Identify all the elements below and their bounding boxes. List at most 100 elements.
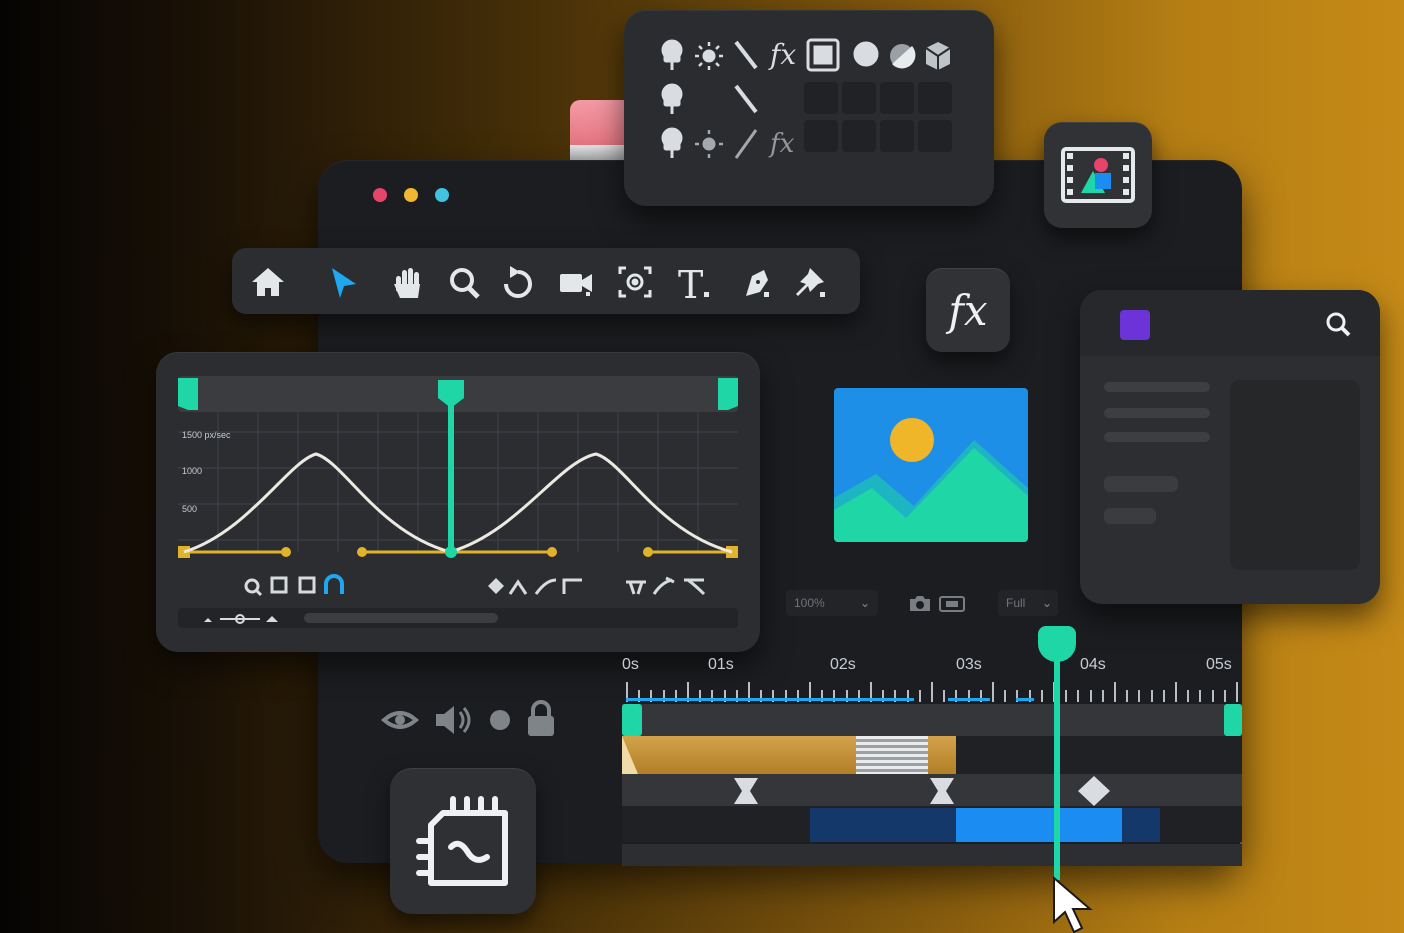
- work-area-bar[interactable]: [1016, 698, 1034, 701]
- graph-playhead[interactable]: [448, 392, 454, 552]
- hand-pan-icon[interactable]: [394, 268, 420, 298]
- bezier-handle[interactable]: [357, 547, 367, 557]
- traffic-lights: [373, 188, 449, 202]
- side-panel: [1080, 290, 1380, 604]
- search-icon[interactable]: [1324, 310, 1352, 338]
- hold-keyframe-icon[interactable]: [930, 778, 954, 804]
- eye-icon[interactable]: [380, 711, 420, 729]
- lock-icon[interactable]: [528, 700, 554, 736]
- ease-out-icon[interactable]: [562, 578, 582, 594]
- ruler-tick: [1162, 690, 1165, 702]
- timeline-ruler[interactable]: 0s 01s 02s 03s 04s 05s: [622, 652, 1242, 704]
- zoom-in-icon[interactable]: [266, 616, 278, 622]
- snap-magnet-icon[interactable]: [324, 574, 344, 594]
- fx-effect-icon[interactable]: fx: [768, 38, 796, 71]
- puppet-icon-row2[interactable]: [661, 83, 683, 114]
- effect-slot[interactable]: [918, 120, 952, 152]
- speaker-icon[interactable]: [436, 706, 471, 734]
- ruler-tick: [1040, 690, 1043, 702]
- effect-slot[interactable]: [804, 82, 838, 114]
- puppet-icon-row3[interactable]: [661, 127, 683, 158]
- puppet-icon[interactable]: [661, 39, 683, 70]
- graph-editor-panel: 1500 px/sec 1000 500: [156, 352, 760, 652]
- film-strip-icon[interactable]: [806, 38, 840, 72]
- linear-keyframe-icon[interactable]: [1078, 776, 1110, 806]
- timeline-playhead-line[interactable]: [1054, 650, 1060, 880]
- pen-tool-icon[interactable]: [746, 270, 769, 297]
- home-icon[interactable]: [252, 268, 284, 296]
- ruler-tick: [626, 682, 628, 702]
- easy-ease-icon[interactable]: [508, 579, 528, 595]
- convert-keyframe-icon[interactable]: [488, 578, 504, 594]
- minimize-window-button[interactable]: [404, 188, 418, 202]
- graph-playhead-handle[interactable]: [438, 380, 464, 408]
- sun-light-icon[interactable]: [695, 42, 723, 70]
- hold-keyframe-icon[interactable]: [734, 778, 758, 804]
- pin-tool-icon[interactable]: [796, 268, 825, 297]
- track-row-5[interactable]: [622, 844, 1242, 866]
- timeline-playhead-handle[interactable]: [1038, 626, 1076, 662]
- sphere-icon[interactable]: [853, 41, 879, 67]
- graph-hold-icon[interactable]: [652, 576, 675, 595]
- fx-button[interactable]: fx: [926, 268, 1010, 352]
- zoom-slider-thumb[interactable]: [235, 614, 245, 624]
- line-tool-icon-row3[interactable]: [734, 129, 758, 159]
- anchor-point-icon[interactable]: [618, 266, 652, 298]
- clip-blue-selected[interactable]: [956, 808, 1122, 842]
- zoom-magnifier-icon[interactable]: [450, 268, 480, 299]
- text-tool-icon[interactable]: T: [678, 263, 703, 302]
- resolution-select[interactable]: Full ⌄: [998, 590, 1058, 616]
- graph-scrollbar[interactable]: [304, 613, 498, 623]
- graph-out-marker[interactable]: [718, 378, 738, 410]
- bezier-handle[interactable]: [281, 547, 291, 557]
- out-point-marker[interactable]: [1224, 704, 1242, 736]
- rotate-icon[interactable]: [504, 266, 532, 298]
- in-point-marker[interactable]: [622, 704, 642, 736]
- close-window-button[interactable]: [373, 188, 387, 202]
- effect-slot[interactable]: [918, 82, 952, 114]
- time-label-01s: 01s: [708, 656, 734, 673]
- line-tool-icon-row2[interactable]: [734, 84, 758, 114]
- cube-icon[interactable]: [925, 42, 951, 70]
- bezier-handle[interactable]: [547, 547, 557, 557]
- chip-waveform-icon: [416, 796, 508, 886]
- preview-image[interactable]: [834, 388, 1028, 542]
- effect-slot[interactable]: [842, 82, 876, 114]
- work-area-bar[interactable]: [948, 698, 990, 701]
- separate-dimensions-icon[interactable]: [626, 580, 646, 595]
- maximize-window-button[interactable]: [435, 188, 449, 202]
- effect-slot[interactable]: [880, 82, 914, 114]
- bezier-handle[interactable]: [643, 547, 653, 557]
- fx-effect-icon-row3[interactable]: fx: [768, 129, 795, 159]
- select-box-icon[interactable]: [270, 576, 288, 594]
- ruler-tick: [1199, 690, 1202, 702]
- transform-box-icon[interactable]: [298, 576, 316, 594]
- region-of-interest-icon[interactable]: [939, 596, 965, 612]
- select-arrow-icon[interactable]: [332, 268, 356, 298]
- line-tool-icon[interactable]: [734, 40, 758, 70]
- sun-light-icon-row3[interactable]: [695, 130, 723, 158]
- speed-curve[interactable]: [183, 452, 733, 554]
- track-row-1[interactable]: [622, 704, 1242, 736]
- graph-canvas[interactable]: [178, 372, 740, 572]
- ruler-tick: [967, 690, 970, 702]
- color-swatch[interactable]: [1120, 310, 1150, 340]
- graph-in-marker[interactable]: [178, 378, 198, 410]
- work-area-bar[interactable]: [626, 698, 914, 701]
- view-graph-icon[interactable]: [244, 578, 263, 597]
- graph-chip-button[interactable]: [390, 768, 536, 914]
- effect-slot[interactable]: [804, 120, 838, 152]
- ruler-tick: [748, 682, 750, 702]
- half-sphere-icon[interactable]: [890, 44, 916, 69]
- zoom-select[interactable]: 100% ⌄: [786, 590, 878, 616]
- camera-icon[interactable]: [560, 274, 592, 296]
- eraser-ferrule: [570, 145, 640, 161]
- zoom-out-icon[interactable]: [204, 618, 212, 622]
- solo-dot-icon[interactable]: [490, 710, 510, 730]
- ease-in-icon[interactable]: [534, 578, 557, 595]
- media-library-button[interactable]: [1044, 122, 1152, 228]
- effect-slot[interactable]: [842, 120, 876, 152]
- mountain-front: [834, 448, 1028, 542]
- graph-linear-icon[interactable]: [684, 578, 706, 596]
- effect-slot[interactable]: [880, 120, 914, 152]
